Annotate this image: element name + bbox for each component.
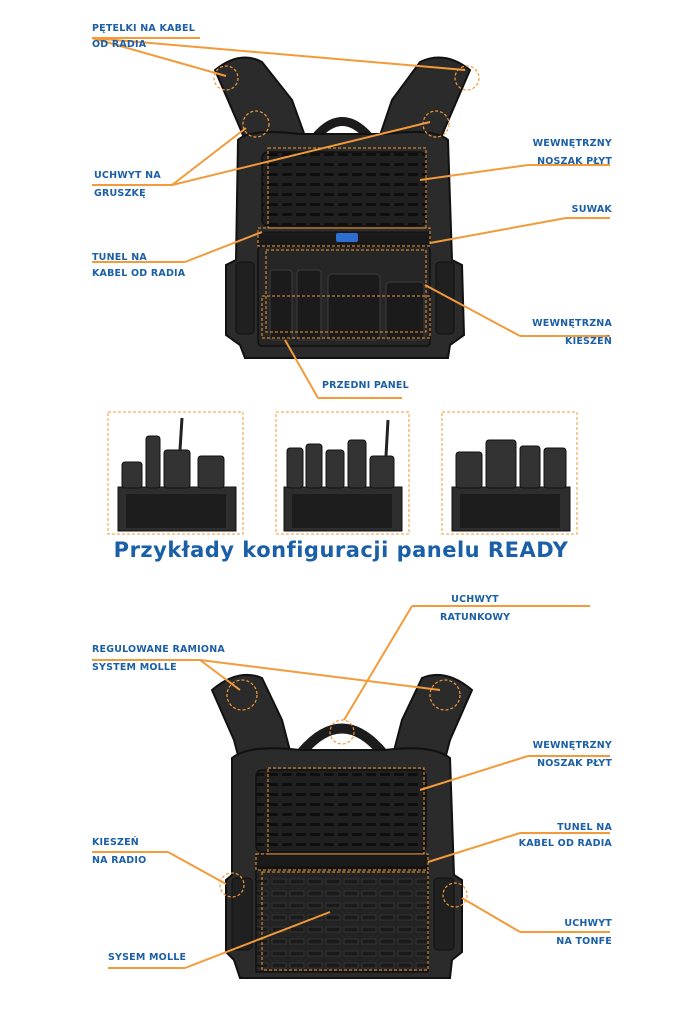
label-kieszen-radio: KIESZEŃ NA RADIO bbox=[92, 837, 146, 867]
label-noszak: WEWNĘTRZNY NOSZAK PŁYT bbox=[520, 138, 612, 168]
label-line: UCHWYT bbox=[564, 918, 612, 929]
label-noszak-back: WEWNĘTRZNY NOSZAK PŁYT bbox=[518, 740, 612, 770]
zipper-pull-icon bbox=[336, 233, 358, 242]
label-line: NA RADIO bbox=[92, 855, 147, 866]
rescue-handle bbox=[298, 723, 386, 756]
label-tonfe: UCHWYT NA TONFE bbox=[540, 918, 612, 948]
label-line: UCHWYT bbox=[451, 594, 499, 605]
label-suwak: SUWAK bbox=[540, 204, 612, 216]
label-uchwyt-gruszke: UCHWYT NA GRUSZKĘ bbox=[94, 170, 161, 200]
label-line: UCHWYT NA bbox=[94, 170, 161, 181]
label-line: RATUNKOWY bbox=[440, 612, 511, 623]
top-handle bbox=[311, 117, 374, 142]
label-line: WEWNĘTRZNY bbox=[532, 138, 612, 149]
label-line: SUWAK bbox=[571, 204, 612, 215]
label-line: WEWNĘTRZNY bbox=[532, 740, 612, 751]
example-config-3 bbox=[441, 411, 578, 535]
back-laser-panel bbox=[255, 769, 427, 853]
label-line: KIESZEŃ bbox=[565, 336, 612, 347]
label-line: OD RADIA bbox=[92, 39, 147, 50]
label-line: WEWNĘTRZNA bbox=[532, 318, 612, 329]
label-line: PRZEDNI PANEL bbox=[322, 380, 409, 391]
top-leader-lines bbox=[91, 37, 610, 399]
label-molle: SYSEM MOLLE bbox=[108, 952, 186, 964]
front-vest bbox=[213, 56, 480, 359]
label-line: REGULOWANE RAMIONA bbox=[92, 644, 225, 655]
label-line: KABEL OD RADIA bbox=[518, 838, 612, 849]
label-line: NOSZAK PŁYT bbox=[537, 156, 612, 167]
label-petelki: PĘTELKI NA KABEL OD RADIA bbox=[92, 23, 195, 51]
label-line: SYSEM MOLLE bbox=[108, 952, 187, 963]
label-kieszen: WEWNĘTRZNA KIESZEŃ bbox=[520, 318, 612, 348]
bottom-leader-lines bbox=[92, 605, 610, 969]
example-config-1 bbox=[107, 411, 244, 535]
label-line: NOSZAK PŁYT bbox=[537, 758, 612, 769]
label-line: PĘTELKI NA KABEL bbox=[92, 23, 195, 34]
label-line: NA TONFE bbox=[556, 936, 612, 947]
label-przedni: PRZEDNI PANEL bbox=[322, 380, 409, 392]
label-line: SYSTEM MOLLE bbox=[92, 662, 177, 673]
back-tunnel bbox=[255, 854, 429, 868]
label-line: GRUSZKĘ bbox=[94, 188, 146, 199]
example-config-2 bbox=[275, 411, 410, 535]
label-ramiona: REGULOWANE RAMIONA SYSTEM MOLLE bbox=[92, 644, 225, 674]
label-line: TUNEL NA bbox=[92, 252, 147, 263]
label-ratunkowy: UCHWYT RATUNKOWY bbox=[440, 594, 510, 624]
examples-caption: Przykłady konfiguracji panelu READY bbox=[113, 538, 569, 562]
label-line: KABEL OD RADIA bbox=[92, 268, 186, 279]
label-tunel-back: TUNEL NA KABEL OD RADIA bbox=[508, 822, 612, 850]
label-tunel: TUNEL NA KABEL OD RADIA bbox=[92, 252, 185, 280]
front-laser-panel bbox=[261, 151, 427, 227]
molle-panel bbox=[255, 867, 429, 973]
back-vest bbox=[210, 674, 474, 979]
label-line: KIESZEŃ bbox=[92, 837, 139, 848]
label-line: TUNEL NA bbox=[557, 822, 612, 833]
